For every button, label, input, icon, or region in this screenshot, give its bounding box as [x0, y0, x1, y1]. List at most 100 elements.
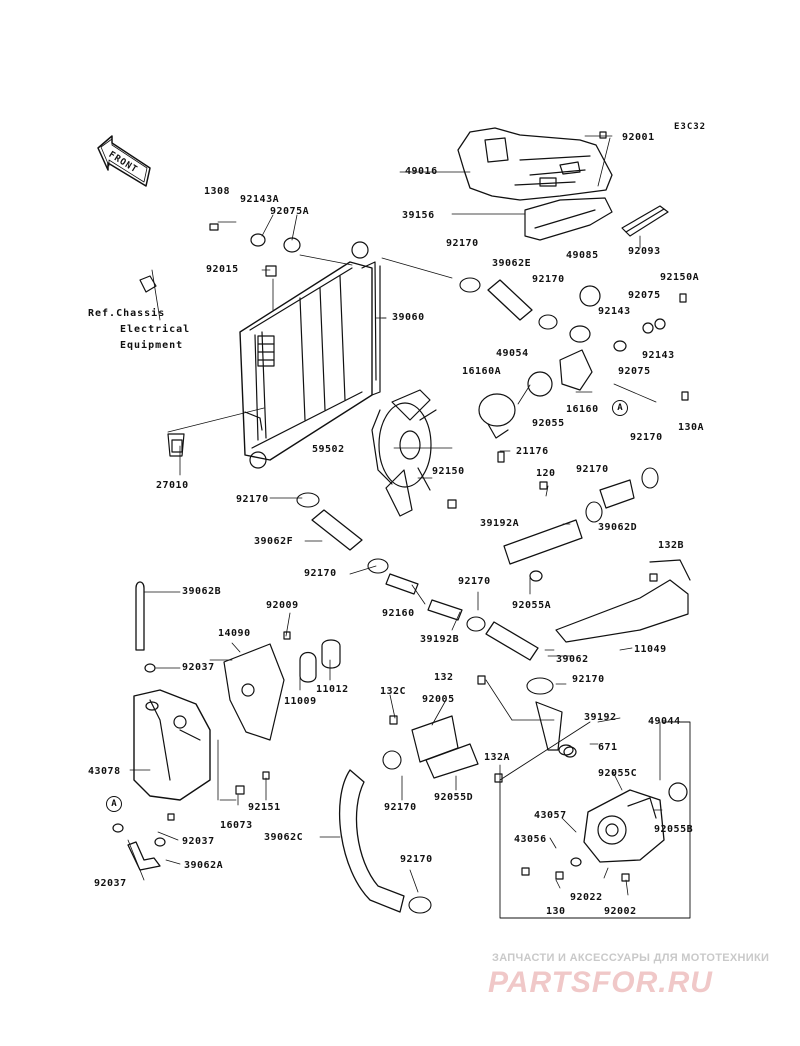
part-label: 92143: [598, 306, 631, 317]
part-label: 132C: [380, 686, 407, 697]
part-label: 671: [598, 742, 618, 753]
part-label: 92143A: [240, 194, 280, 205]
part-label: 92055: [532, 418, 565, 429]
part-label: 16073: [220, 820, 253, 831]
part-label: 92001: [622, 132, 655, 143]
radiator-lower-plate: [524, 197, 613, 241]
part-label: 92055A: [512, 600, 552, 611]
part-label: 92150A: [660, 272, 700, 283]
part-label: 39192B: [420, 634, 460, 645]
part-label: 39062E: [492, 258, 532, 269]
part-label: 132B: [658, 540, 685, 551]
part-label: 92075: [618, 366, 651, 377]
part-label: 92002: [604, 906, 637, 917]
part-label: 39062C: [264, 832, 304, 843]
part-label: 43057: [534, 810, 567, 821]
part-label: 120: [536, 468, 556, 479]
leader-lines: [127, 135, 663, 896]
part-label: 21176: [516, 446, 549, 457]
part-label: 39192A: [480, 518, 520, 529]
reference-note-line-2: Electrical: [120, 324, 191, 335]
part-label: 92170: [446, 238, 479, 249]
pump-cover: [411, 715, 479, 779]
part-label: 92170: [630, 432, 663, 443]
part-label: 130A: [678, 422, 705, 433]
part-label: 132: [434, 672, 454, 683]
thermostat-housing: [478, 285, 601, 439]
part-label: 39156: [402, 210, 435, 221]
part-label: 16160A: [462, 366, 502, 377]
part-label: 92170: [384, 802, 417, 813]
callout-marker-a: A: [106, 796, 122, 812]
part-label: 39060: [392, 312, 425, 323]
part-label: 43078: [88, 766, 121, 777]
reference-note-line-3: Equipment: [120, 340, 184, 351]
part-label: 92075: [628, 290, 661, 301]
part-label: 92075A: [270, 206, 310, 217]
part-label: 11049: [634, 644, 667, 655]
watermark-brand: PARTSFOR.RU: [488, 966, 713, 999]
part-label: 49044: [648, 716, 681, 727]
temperature-sensor: [167, 433, 185, 457]
part-label: 92170: [458, 576, 491, 587]
part-label: 92170: [572, 674, 605, 685]
reservoir-bracket: [223, 643, 285, 741]
part-label: 92170: [532, 274, 565, 285]
bypass-stay: [555, 559, 691, 643]
part-label: 49085: [566, 250, 599, 261]
part-label: 92055D: [434, 792, 474, 803]
water-pump: [558, 744, 688, 863]
part-label: 92022: [570, 892, 603, 903]
part-label: 92015: [206, 264, 239, 275]
part-label: 92170: [236, 494, 269, 505]
part-label: 43056: [514, 834, 547, 845]
part-label: 92009: [266, 600, 299, 611]
part-label: 39062A: [184, 860, 224, 871]
water-pump-kit-box: [499, 721, 691, 919]
part-label: 92170: [576, 464, 609, 475]
radiator-cover-plate: [457, 127, 613, 201]
part-label: 39062D: [598, 522, 638, 533]
part-label: 49054: [496, 348, 529, 359]
part-label: 92055B: [654, 824, 694, 835]
part-label: 27010: [156, 480, 189, 491]
part-label: 14090: [218, 628, 251, 639]
part-label: 39192: [584, 712, 617, 723]
part-label: 92151: [248, 802, 281, 813]
part-label: 132A: [484, 752, 511, 763]
radiator-hoses: [127, 279, 539, 913]
cooling-fan: [371, 389, 437, 517]
part-label: 49016: [405, 166, 438, 177]
part-label: 39062B: [182, 586, 222, 597]
part-label: 11012: [316, 684, 349, 695]
part-label: 92005: [422, 694, 455, 705]
callout-marker-a: A: [612, 400, 628, 416]
hose-clamps: [296, 277, 659, 914]
bolts: [167, 131, 689, 882]
diagram-code: E3C32: [674, 122, 707, 132]
washers-grommets: [112, 233, 666, 867]
part-label: 39062F: [254, 536, 294, 547]
part-label: 92170: [304, 568, 337, 579]
part-label: 1308: [204, 186, 231, 197]
part-label: 92037: [94, 878, 127, 889]
part-label: 92037: [182, 836, 215, 847]
part-label: 92150: [432, 466, 465, 477]
part-label: 130: [546, 906, 566, 917]
reservoir-tank: [133, 689, 211, 801]
pipe-fittings: [299, 479, 635, 751]
part-label: 16160: [566, 404, 599, 415]
chassis-clip-icon: [139, 275, 157, 293]
watermark-tagline: ЗАПЧАСТИ И АКСЕССУАРЫ ДЛЯ МОТОТЕХНИКИ: [492, 952, 770, 964]
front-arrow-icon: [97, 135, 151, 187]
part-label: 39062: [556, 654, 589, 665]
reference-note-line-1: Ref.Chassis: [88, 308, 166, 319]
part-label: 59502: [312, 444, 345, 455]
part-label: 92143: [642, 350, 675, 361]
rubber-strip: [621, 205, 669, 237]
part-label: 92037: [182, 662, 215, 673]
part-label: 92160: [382, 608, 415, 619]
radiator-core: [239, 241, 381, 469]
part-label: 92170: [400, 854, 433, 865]
